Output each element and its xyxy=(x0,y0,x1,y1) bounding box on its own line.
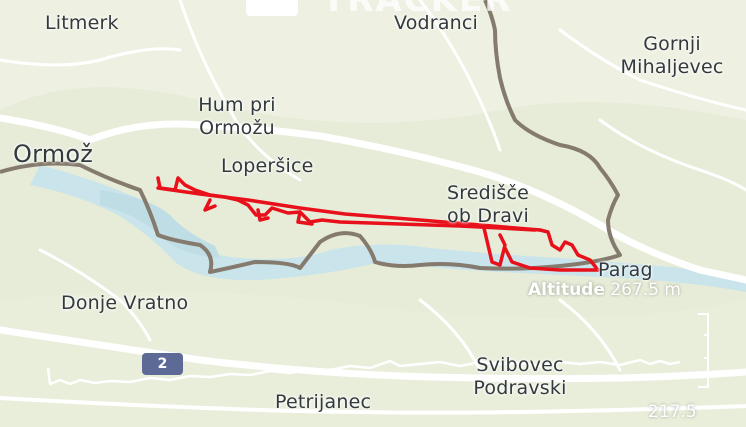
altitude-value: 267.5 m xyxy=(610,280,681,300)
place-label-gornji-mihaljevec: Gornji Mihaljevec xyxy=(620,33,724,78)
place-label-hum-pri-ormozu: Hum pri Ormožu xyxy=(198,94,276,139)
altitude-min-value: 217.5 xyxy=(648,402,697,422)
terrain-patch xyxy=(0,292,746,427)
altitude-scale-bracket xyxy=(698,313,709,388)
altitude-chart xyxy=(46,313,709,388)
brand-watermark: TRACKER xyxy=(322,0,513,20)
place-label-sredisce-ob-dravi: Središče ob Dravi xyxy=(446,182,530,227)
place-label-donje-vratno: Donje Vratno xyxy=(61,292,189,314)
minor-roads xyxy=(0,0,746,415)
place-label-svibovec-podravski: Svibovec Podravski xyxy=(473,354,567,399)
app-logo-badge xyxy=(246,0,298,16)
place-label-petrijanec: Petrijanec xyxy=(275,391,372,413)
place-label-lopersice: Loperšice xyxy=(221,155,314,177)
place-label-vodranci: Vodranci xyxy=(394,12,479,34)
altitude-readout: Altitude 267.5 m xyxy=(528,280,681,300)
gps-track xyxy=(156,176,600,272)
place-label-parag: Parag xyxy=(598,259,653,281)
place-label-ormoz: Ormož xyxy=(13,140,93,168)
road-shield-2: 2 xyxy=(142,353,183,375)
place-label-litmerk: Litmerk xyxy=(45,12,119,34)
country-border xyxy=(0,0,622,274)
lake xyxy=(100,190,220,258)
altitude-label: Altitude xyxy=(528,280,605,300)
altitude-profile xyxy=(46,358,681,386)
